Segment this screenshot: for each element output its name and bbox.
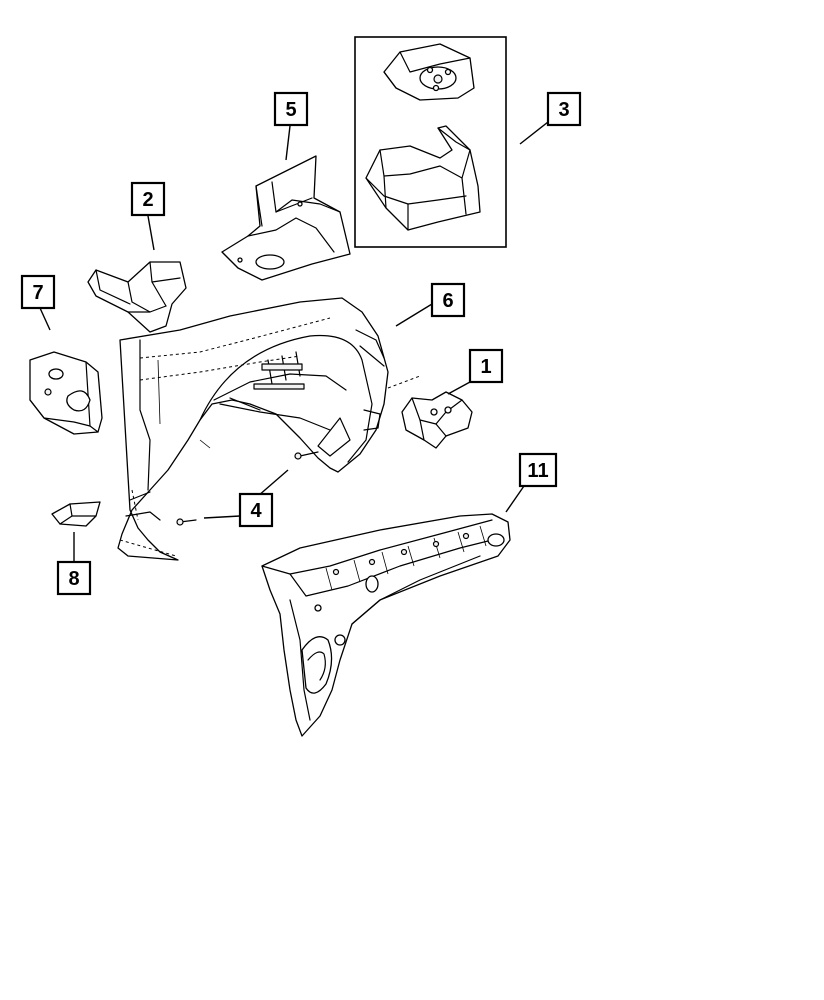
callout-3: 3 <box>546 91 582 127</box>
leader-11 <box>505 485 525 513</box>
part-7-bracket-plate <box>29 351 103 435</box>
leader-1 <box>447 381 471 395</box>
callout-2-label: 2 <box>142 189 153 211</box>
leader-7 <box>39 307 51 331</box>
callout-1: 1 <box>468 348 504 384</box>
callout-4: 4 <box>238 492 274 528</box>
part-5-wheelhouse-extension <box>221 155 351 281</box>
part-6-fender-assembly <box>117 297 421 561</box>
callout-6: 6 <box>430 282 466 318</box>
leader-4b <box>257 469 289 497</box>
callout-1-label: 1 <box>480 356 491 378</box>
leader-5 <box>285 125 291 161</box>
part-11-rail <box>261 513 511 737</box>
callout-3-label: 3 <box>558 99 569 121</box>
bolt-4-upper <box>294 451 319 460</box>
part-3-inset-frame <box>354 36 507 248</box>
part-3-upper-cap <box>383 43 475 101</box>
part-8-clip <box>51 501 101 527</box>
callout-5-label: 5 <box>285 99 296 121</box>
callout-4-label: 4 <box>250 500 262 522</box>
part-1-bracket <box>401 391 473 449</box>
callout-8-label: 8 <box>68 568 79 590</box>
part-2-bracket <box>87 261 187 333</box>
callout-7-label: 7 <box>32 282 43 304</box>
leader-4 <box>203 515 241 519</box>
part-3-lower-housing <box>365 125 481 231</box>
callout-11: 11 <box>518 452 558 488</box>
leader-6 <box>395 303 433 327</box>
leader-3 <box>519 121 549 145</box>
callout-8: 8 <box>56 560 92 596</box>
callout-7: 7 <box>20 274 56 310</box>
callout-2: 2 <box>130 181 166 217</box>
callout-5: 5 <box>273 91 309 127</box>
callout-6-label: 6 <box>442 290 453 312</box>
leader-2 <box>147 215 155 251</box>
callout-11-label: 11 <box>527 460 548 482</box>
bolt-4-lower <box>176 518 197 526</box>
